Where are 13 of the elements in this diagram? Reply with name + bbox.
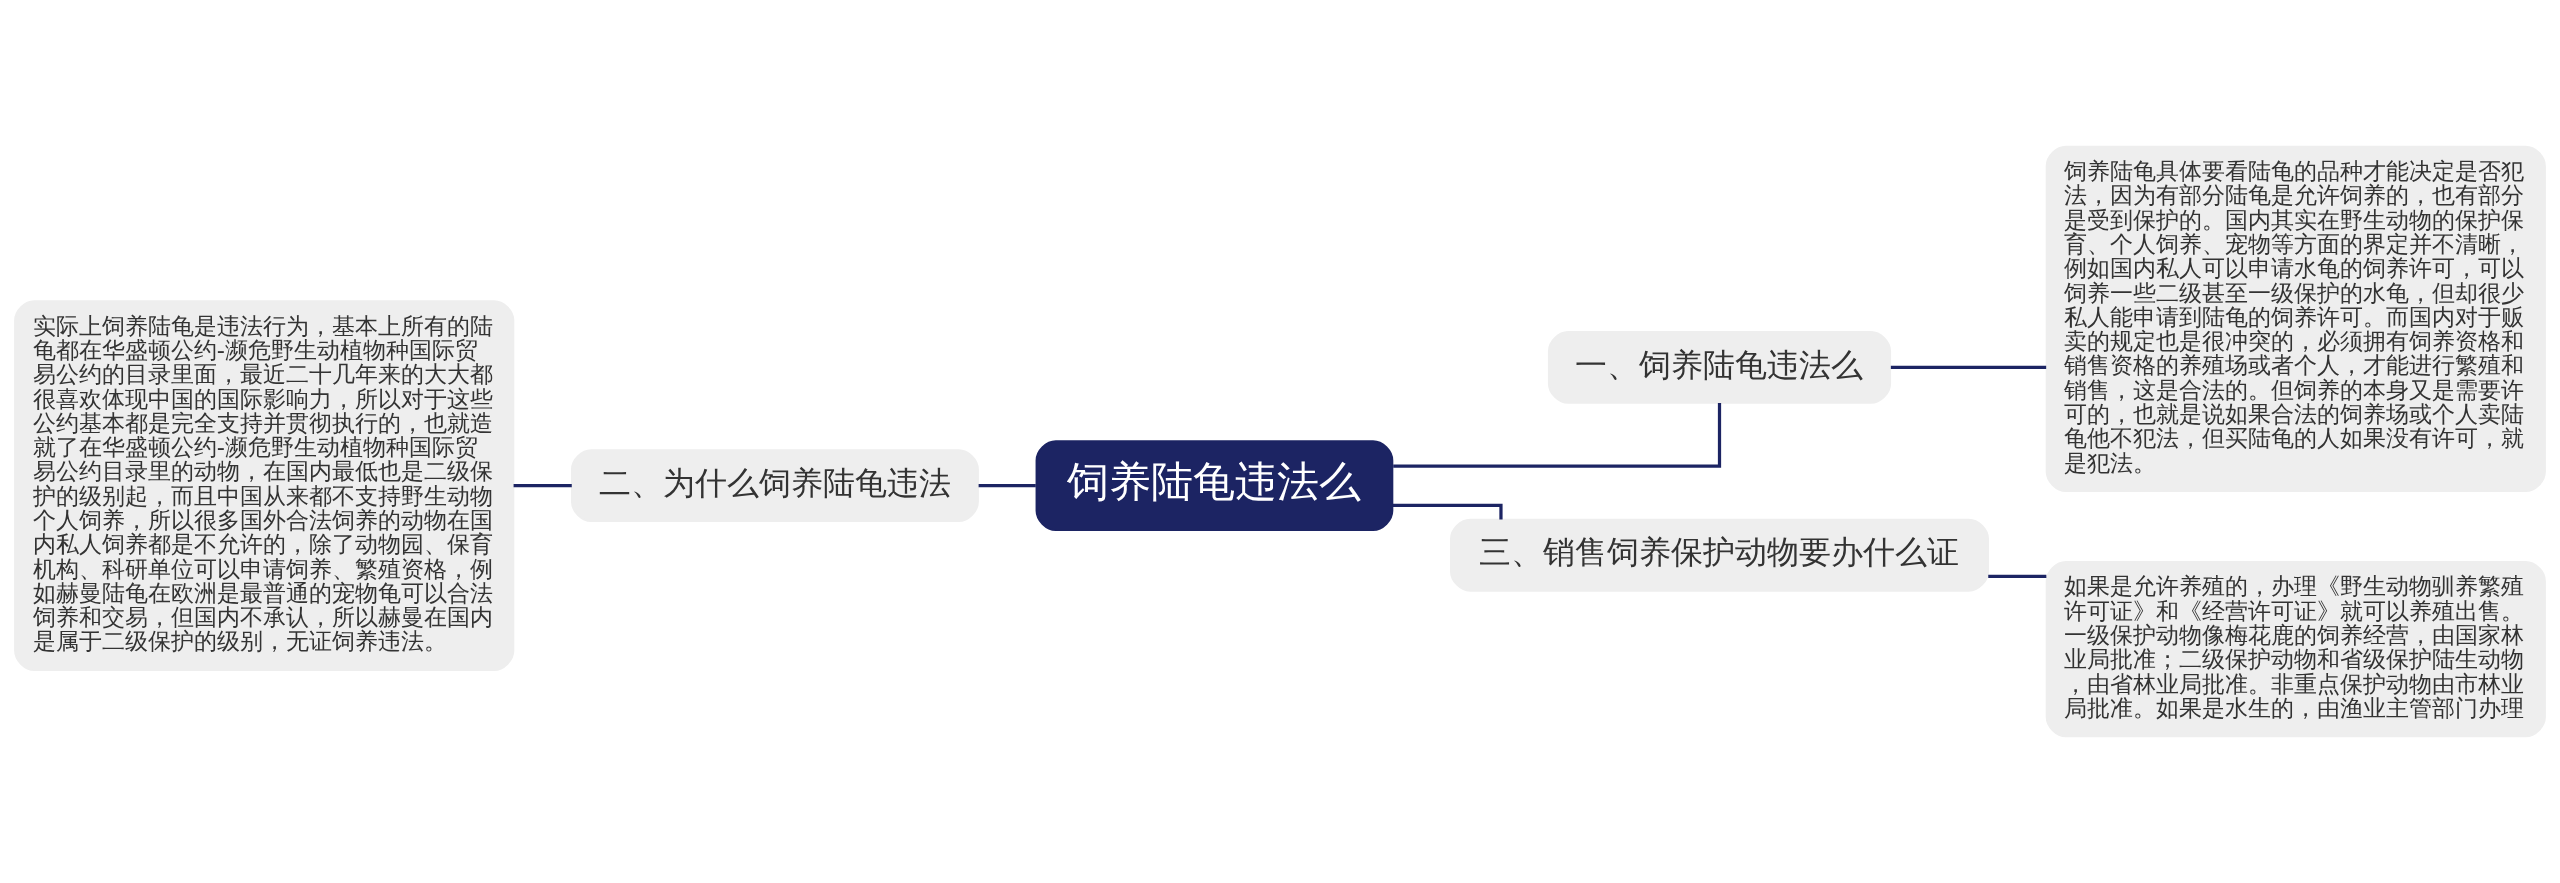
- connector: [1393, 403, 1722, 468]
- node-box: 一、饲养陆龟违法么: [1547, 331, 1892, 404]
- node-box: 饲养陆龟违法么: [1035, 440, 1394, 531]
- connector: [513, 484, 572, 488]
- node-box: 实际上饲养陆龟是违法行为，基本上所有的陆龟都在华盛顿公约-濒危野生动植物种国际贸易公约的目录里面，最近二十几年来的大大都很喜欢体现中国的国际影响力，所以对于这些公约基本都是完全支持并贯彻执行的，也就造就了在华盛顿公约-濒危野生动植物种国际贸易公约目录里的动物，在国内最低也是二级保护的级别起，而且中国从来都不支持野生动物个人饲养，所以很多国外合法饲养的动物在国内私人饲养都是不允许的，除了动物园、保育机构、科研单位可以申请饲养、繁殖资格，例如赫曼陆龟在欧洲是最普通的宠物龟可以合法饲养和交易，但国内不承认，所以赫曼在国内是属于二级保护的级别，无证饲养违法。: [14, 300, 515, 671]
- connector: [1988, 574, 2047, 578]
- connector: [978, 484, 1036, 488]
- node-box: 二、为什么饲养陆龟违法: [570, 449, 979, 523]
- node-box: 三、销售饲养保护动物要办什么证: [1449, 518, 1990, 592]
- connector: [1392, 503, 1503, 520]
- node-box: 饲养陆龟具体要看陆龟的品种才能决定是否犯法，因为有部分陆龟是允许饲养的，也有部分是受到保护的。国内其实在野生动物的保护保育、个人饲养、宠物等方面的界定并不清晰，例如国内私人可以申请水龟的饲养许可，可以饲养一些二级甚至一级保护的水龟，但却很少私人能申请到陆龟的饲养许可。而国内对于贩卖的规定也是很冲突的，必须拥有饲养资格和销售资格的养殖场或者个人，才能进行繁殖和销售，这是合法的。但饲养的本身又是需要许可的，也就是说如果合法的饲养场或个人卖陆龟他不犯法，但买陆龟的人如果没有许可，就是犯法。: [2045, 145, 2546, 493]
- node-box: 如果是允许养殖的，办理《野生动物驯养繁殖许可证》和《经营许可证》就可以养殖出售。一级保护动物像梅花鹿的饲养经营，由国家林业局批准；二级保护动物和省级保护陆生动物，由省林业局批准。非重点保护动物由市林业局批准。如果是水生的，由渔业主管部门办理: [2045, 560, 2546, 738]
- connector: [1890, 365, 2047, 370]
